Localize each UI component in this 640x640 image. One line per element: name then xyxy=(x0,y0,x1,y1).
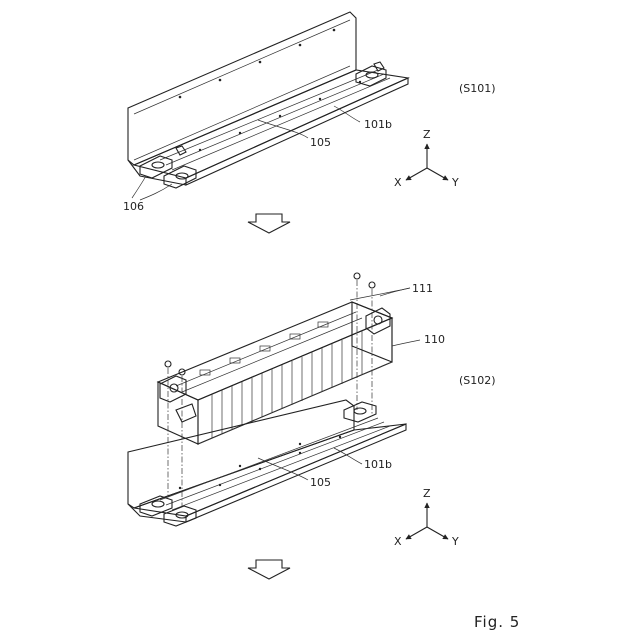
label-106: 106 xyxy=(123,200,144,213)
label-101b-top: 101b xyxy=(364,118,392,131)
down-arrow-2 xyxy=(248,560,290,579)
label-110: 110 xyxy=(424,333,445,346)
label-105-top: 105 xyxy=(310,136,331,149)
axis-y-label-2: Y xyxy=(451,535,459,548)
step-label-s101: (S101) xyxy=(459,82,496,95)
step-label-s102: (S102) xyxy=(459,374,496,387)
axis-z-label-1: Z xyxy=(423,128,431,141)
axis-z-label-2: Z xyxy=(423,487,431,500)
down-arrow-1 xyxy=(248,214,290,233)
bolts xyxy=(165,273,375,506)
figure-label: Fig. 5 xyxy=(474,613,520,631)
axis-x-label-1: X xyxy=(394,176,402,189)
axis-x-label-2: X xyxy=(394,535,402,548)
tray-s101 xyxy=(128,12,408,188)
label-101b-bottom: 101b xyxy=(364,458,392,471)
axis-triad-2 xyxy=(406,503,448,539)
label-105-bottom: 105 xyxy=(310,476,331,489)
axis-y-label-1: Y xyxy=(451,176,459,189)
label-111: 111 xyxy=(412,282,433,295)
axis-triad-1 xyxy=(406,144,448,180)
